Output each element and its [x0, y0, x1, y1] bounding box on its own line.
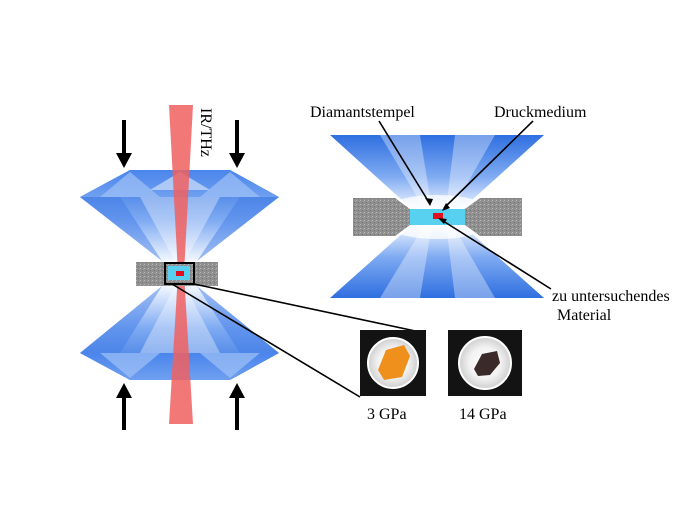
zoom-top-anvil — [330, 135, 544, 210]
arrow-up-icon — [229, 383, 245, 430]
zoom-line-top — [193, 283, 421, 333]
pressure-medium-label: Druckmedium — [494, 104, 587, 121]
diamond-anvil-leader — [378, 120, 431, 205]
caption-3gpa: 3 GPa — [367, 406, 407, 423]
zoom-gasket-left — [353, 198, 410, 236]
zoom-gasket-right — [465, 198, 522, 236]
sample-label-line2: Material — [557, 307, 612, 324]
zoom-bottom-anvil — [330, 224, 544, 298]
arrow-up-icon — [116, 383, 132, 430]
diamond-anvil-label: Diamantstempel — [310, 104, 415, 121]
zoomed-cell: Diamantstempel Druckmedium zu untersuche… — [310, 104, 670, 324]
left-zoom-box — [164, 262, 195, 285]
pressure-medium-leader — [443, 120, 534, 209]
sample-low-pressure — [378, 345, 410, 380]
arrow-down-icon — [229, 120, 245, 168]
caption-14gpa: 14 GPa — [459, 406, 507, 423]
zoom-line-bottom — [171, 283, 361, 398]
sample-high-pressure — [474, 351, 500, 376]
micrograph-14gpa: 14 GPa — [448, 330, 522, 423]
left-sample — [176, 271, 184, 276]
sample-leader — [439, 218, 552, 290]
beam-label: IR/THz — [197, 108, 214, 157]
zoom-sample — [433, 213, 443, 219]
arrow-down-icon — [116, 120, 132, 168]
left-dac-assembly: IR/THz — [80, 105, 421, 430]
micrograph-3gpa: 3 GPa — [360, 330, 426, 423]
sample-label-line1: zu untersuchendes — [552, 288, 670, 305]
